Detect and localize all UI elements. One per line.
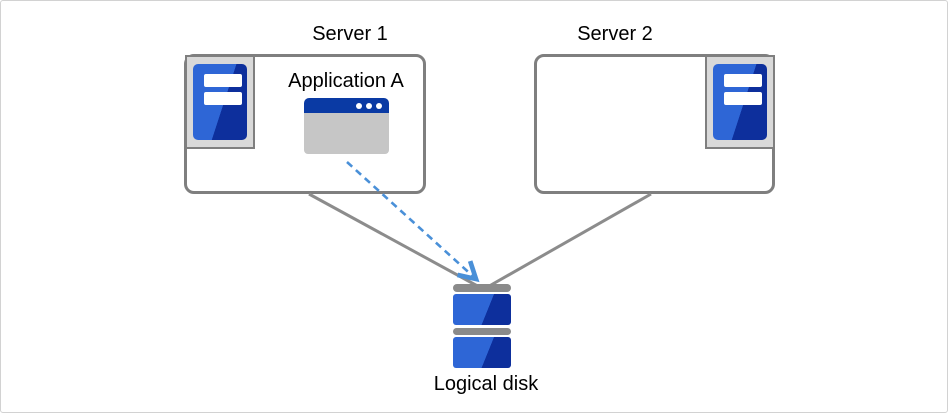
window-dot-icon — [366, 102, 372, 109]
disk-segment — [453, 337, 511, 368]
drive-slot — [204, 92, 242, 105]
connector-server2-disk — [483, 192, 652, 291]
disk-segment — [453, 294, 511, 325]
server-tower-body — [713, 64, 767, 140]
window-dot-icon — [376, 102, 382, 109]
window-body — [304, 113, 389, 154]
application-label: Application A — [288, 70, 404, 92]
drive-slot — [724, 92, 762, 105]
application-window-icon — [304, 98, 389, 154]
window-dot-icon — [356, 102, 362, 109]
server-tower-icon — [705, 55, 775, 149]
window-titlebar — [304, 98, 389, 113]
connector-server1-disk — [308, 192, 484, 291]
drive-slot — [204, 74, 242, 87]
server-tower-body — [193, 64, 247, 140]
server2-label: Server 2 — [577, 23, 653, 45]
disk-platter-bar — [453, 284, 511, 292]
server-tower-icon — [185, 55, 255, 149]
disk-platter-bar — [453, 328, 511, 335]
drive-slot — [724, 74, 762, 87]
stacked-disk-icon — [453, 284, 511, 368]
disk-label: Logical disk — [433, 373, 539, 395]
server1-label: Server 1 — [312, 23, 388, 45]
